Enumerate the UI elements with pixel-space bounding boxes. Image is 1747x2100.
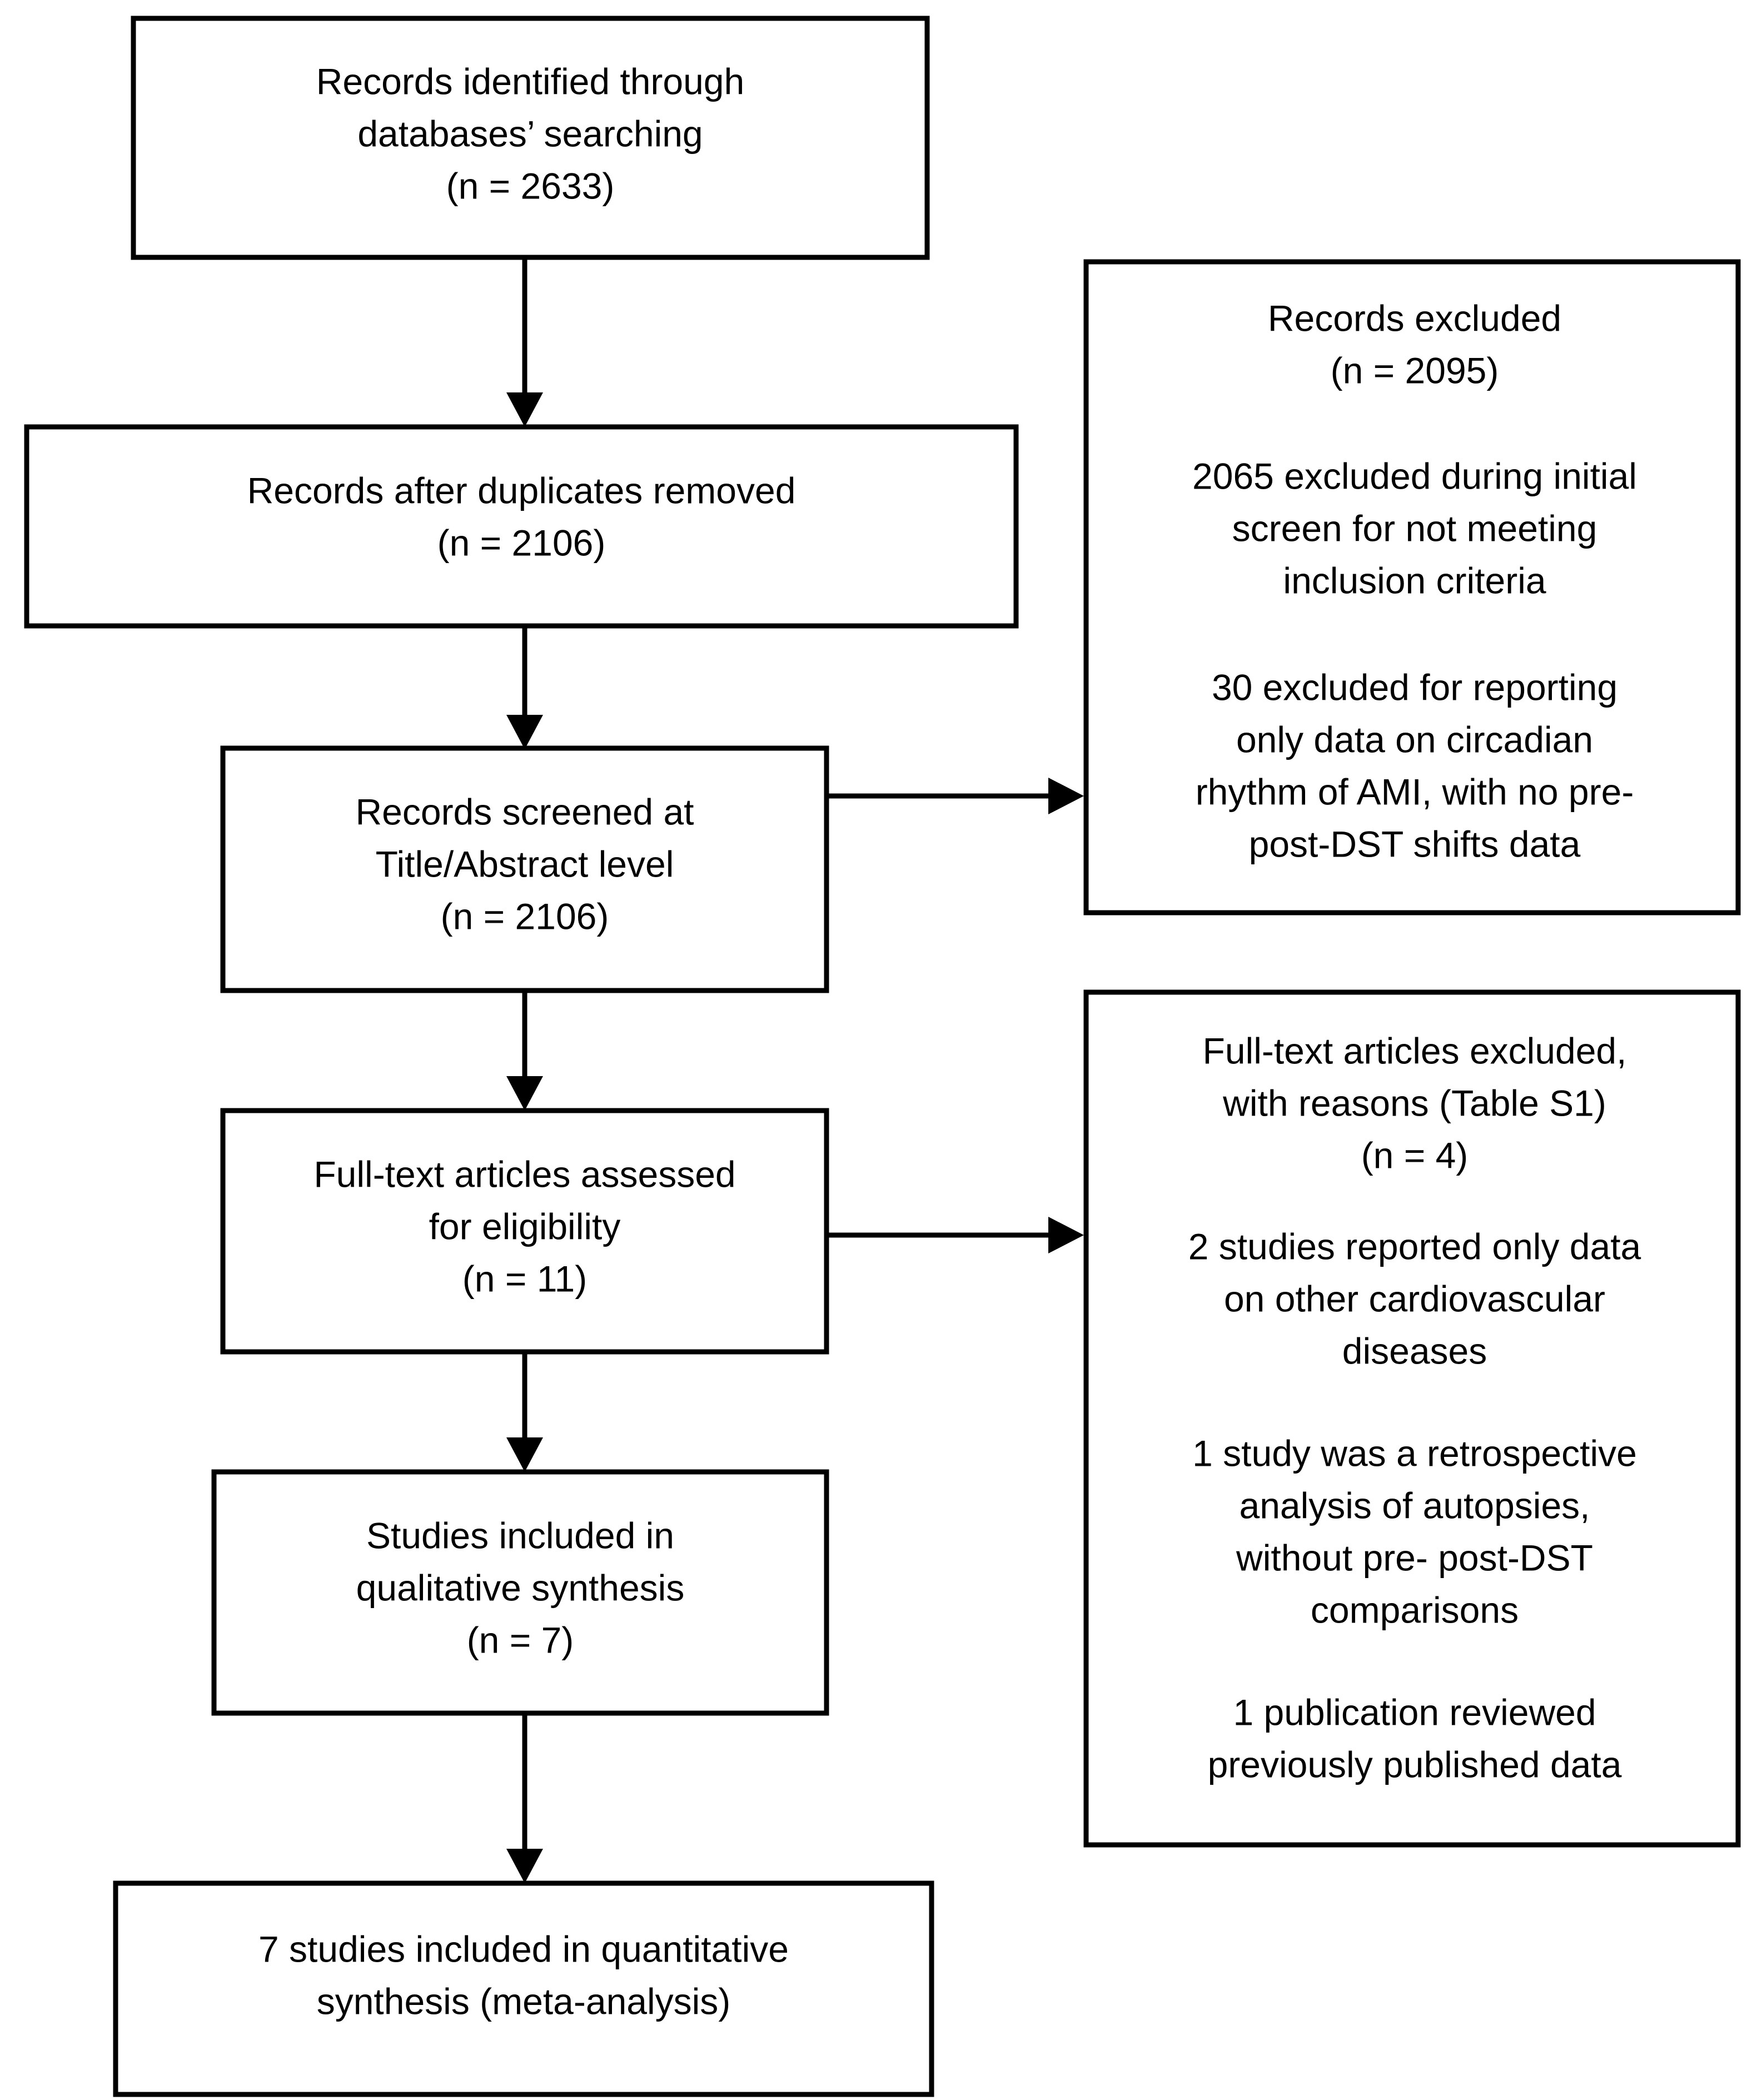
- box-records-identified: Records identified through databases’ se…: [131, 16, 930, 260]
- full-text-excluded-reason1-line-1: 2 studies reported only data: [1188, 1226, 1641, 1267]
- box-full-text-articles-assessed: Full-text articles assessed for eligibil…: [220, 1108, 829, 1355]
- qualitative-count: (n = 7): [467, 1619, 574, 1660]
- full-text-excluded-reason3-line-1: 1 publication reviewed: [1233, 1691, 1596, 1733]
- full-text-assessed-line-1: Full-text articles assessed: [313, 1153, 735, 1195]
- records-after-duplicates-count: (n = 2106): [437, 522, 606, 563]
- full-text-assessed-count: (n = 11): [462, 1258, 587, 1299]
- full-text-excluded-reason1-line-3: diseases: [1342, 1330, 1487, 1371]
- connectors: [506, 257, 1084, 1883]
- box-records-excluded: Records excluded (n = 2095) 2065 exclude…: [1083, 259, 1741, 915]
- records-screened-count: (n = 2106): [441, 895, 609, 937]
- records-screened-line-2: Title/Abstract level: [376, 843, 674, 884]
- box-studies-included-qualitative: Studies included in qualitative synthesi…: [211, 1469, 829, 1716]
- full-text-excluded-reason2-line-3: without pre- post-DST: [1236, 1537, 1593, 1578]
- records-excluded-title: Records excluded: [1268, 297, 1561, 339]
- box-full-text-articles-excluded: Full-text articles excluded, with reason…: [1083, 989, 1741, 1848]
- full-text-assessed-line-2: for eligibility: [429, 1206, 621, 1247]
- full-text-excluded-reason2-line-2: analysis of autopsies,: [1239, 1485, 1590, 1526]
- quantitative-line-2: synthesis (meta-analysis): [317, 1980, 731, 2022]
- full-text-excluded-title-line-2: with reasons (Table S1): [1222, 1082, 1606, 1123]
- arrow-head-down-2: [506, 715, 543, 749]
- arrow-head-down-1: [506, 392, 543, 427]
- full-text-excluded-reason2-line-1: 1 study was a retrospective: [1192, 1432, 1637, 1474]
- records-identified-line-2: databases’ searching: [357, 113, 703, 154]
- box-studies-included-quantitative: 7 studies included in quantitative synth…: [113, 1880, 934, 2097]
- arrow-head-down-5: [506, 1849, 543, 1883]
- records-excluded-box: [1083, 259, 1741, 915]
- records-after-duplicates-removed-box: [24, 424, 1019, 629]
- records-screened-line-1: Records screened at: [356, 791, 694, 832]
- records-excluded-reason2-line-2: only data on circadian: [1236, 719, 1593, 760]
- records-excluded-count: (n = 2095): [1331, 350, 1499, 391]
- arrow-head-down-3: [506, 1076, 543, 1111]
- full-text-excluded-reason2-line-4: comparisons: [1311, 1589, 1519, 1630]
- qualitative-line-2: qualitative synthesis: [356, 1567, 685, 1608]
- full-text-excluded-reason1-line-2: on other cardiovascular: [1224, 1278, 1605, 1319]
- arrow-head-right-2: [1048, 1217, 1084, 1253]
- arrow-head-right-1: [1048, 778, 1084, 814]
- records-excluded-reason1-line-3: inclusion criteria: [1283, 560, 1546, 601]
- quantitative-line-1: 7 studies included in quantitative: [258, 1928, 789, 1969]
- records-screened-box: [220, 745, 829, 993]
- records-excluded-reason2-line-3: rhythm of AMI, with no pre-: [1196, 771, 1634, 812]
- qualitative-line-1: Studies included in: [366, 1515, 674, 1556]
- full-text-articles-excluded-box: [1083, 989, 1741, 1848]
- records-excluded-reason2-line-4: post-DST shifts data: [1249, 823, 1581, 864]
- records-identified-box: [131, 16, 930, 260]
- full-text-articles-assessed-box: [220, 1108, 829, 1355]
- records-excluded-reason1-line-2: screen for not meeting: [1232, 507, 1597, 549]
- records-excluded-reason2-line-1: 30 excluded for reporting: [1212, 666, 1617, 708]
- full-text-excluded-title-line-1: Full-text articles excluded,: [1203, 1030, 1627, 1071]
- box-records-screened: Records screened at Title/Abstract level…: [220, 745, 829, 993]
- full-text-excluded-reason3-line-2: previously published data: [1208, 1744, 1622, 1785]
- arrow-head-down-4: [506, 1437, 543, 1472]
- records-identified-line-1: Records identified through: [316, 61, 744, 102]
- studies-included-qualitative-box: [211, 1469, 829, 1716]
- records-identified-count: (n = 2633): [446, 165, 615, 206]
- records-after-duplicates-line-1: Records after duplicates removed: [247, 470, 796, 511]
- records-excluded-reason1-line-1: 2065 excluded during initial: [1192, 455, 1637, 496]
- full-text-excluded-count: (n = 4): [1361, 1134, 1469, 1176]
- studies-included-quantitative-box: [113, 1880, 934, 2097]
- box-records-after-duplicates-removed: Records after duplicates removed (n = 21…: [24, 424, 1019, 629]
